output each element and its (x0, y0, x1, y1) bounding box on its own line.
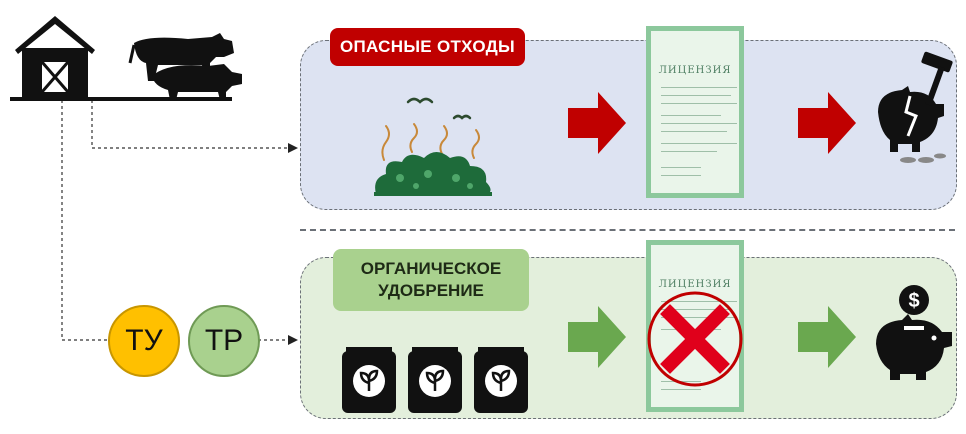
pig-icon (152, 64, 242, 100)
broken-piggy-bank-icon (878, 51, 953, 163)
arrow-right-icon-green-2 (798, 306, 856, 368)
license-title-2: ЛИЦЕНЗИЯ (658, 279, 732, 290)
fertilizer-bag-icon-1 (342, 347, 396, 413)
arrow-right-icon-red-2 (798, 92, 856, 154)
hazardous-waste-label: ОПАСНЫЕ ОТХОДЫ (330, 28, 525, 66)
license-title: ЛИЦЕНЗИЯ (658, 65, 732, 76)
arrow-right-icon-red-1 (568, 92, 626, 154)
license-document-icon-crossed: ЛИЦЕНЗИЯ (646, 240, 744, 412)
svg-text:$: $ (908, 290, 919, 312)
panel-divider (300, 229, 955, 231)
tp-circle: ТР (188, 305, 260, 377)
waste-bush-icon (374, 97, 492, 196)
organic-fertilizer-label: ОРГАНИЧЕСКОЕ УДОБРЕНИЕ (333, 249, 529, 311)
ground-line (10, 97, 232, 101)
red-x-icon (647, 291, 743, 387)
fertilizer-bag-icon-2 (408, 347, 462, 413)
organic-fertilizer-label-line2: УДОБРЕНИЕ (378, 281, 484, 300)
fertilizer-bags (342, 347, 528, 413)
hammer-icon (921, 51, 953, 106)
fertilizer-bag-icon-3 (474, 347, 528, 413)
piggy-bank-dollar-icon: $ (876, 285, 952, 380)
license-document-icon: ЛИЦЕНЗИЯ (646, 26, 744, 198)
arrow-right-icon-green-1 (568, 306, 626, 368)
barn-icon (15, 16, 95, 98)
ty-circle: ТУ (108, 305, 180, 377)
organic-fertilizer-label-line1: ОРГАНИЧЕСКОЕ (360, 259, 502, 278)
